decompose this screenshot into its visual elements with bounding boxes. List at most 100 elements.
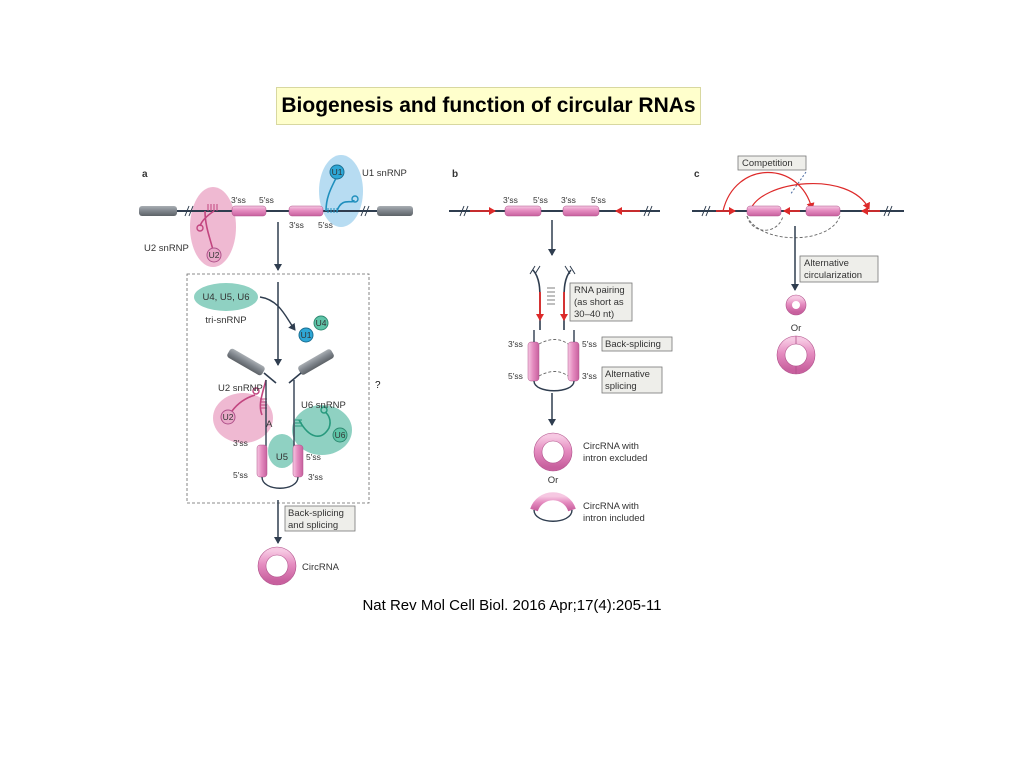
c-competition-pointer (789, 171, 807, 196)
u5-label: U5 (276, 452, 288, 463)
u6-label: U6 (335, 430, 346, 440)
tri-snrnp-shape (194, 283, 258, 311)
b-pairing-line2: (as short as (574, 297, 624, 308)
u2-particle: U2 (196, 204, 222, 263)
b-ss3-3: 3′ss (508, 339, 523, 349)
downstream-gray-exon (298, 349, 334, 375)
ss3-label-a4: 3′ss (308, 472, 323, 482)
u4-released (313, 315, 329, 331)
panel-a-letter: a (142, 169, 148, 180)
branch-point-label: A (266, 419, 273, 430)
c-competition-label: Competition (742, 158, 793, 169)
b-circ-excluded-line2: intron excluded (583, 453, 647, 464)
ss3-label-a2: 3′ss (289, 220, 304, 230)
b-back-splicing-box (601, 336, 673, 352)
slide-title: Biogenesis and function of circular RNAs (276, 87, 701, 125)
c-or: Or (791, 323, 802, 334)
back-splicing-line2: and splicing (288, 520, 338, 531)
c-exon-2 (805, 205, 841, 217)
u6-particle (332, 427, 348, 443)
c-alt-circ-box (799, 255, 879, 283)
c-alt-circ-line2: circularization (804, 270, 862, 281)
tri-snrnp-label: tri-snRNP (205, 315, 246, 326)
b-ss3-2: 3′ss (561, 195, 576, 205)
exon-vertical-left (256, 444, 268, 478)
b-alt-splicing-line2: splicing (605, 381, 637, 392)
flank-exon-right (377, 206, 413, 216)
u5-shape (268, 434, 296, 468)
b-circrna-included-intron (533, 509, 573, 522)
u2-label: U2 (209, 250, 220, 260)
ss5-label-a4: 5′ss (233, 470, 248, 480)
u6-rna (298, 411, 331, 437)
u2-snrnp-label: U2 snRNP (144, 243, 189, 254)
c-arc-2 (749, 182, 870, 212)
c-competition-box (737, 155, 807, 171)
u1-label: U1 (332, 167, 343, 177)
b-strand-left (532, 269, 541, 330)
b-ss3-4: 3′ss (582, 371, 597, 381)
b-ss5-2: 5′ss (591, 195, 606, 205)
b-exon-2 (562, 205, 600, 217)
upstream-gray-exon (227, 348, 265, 376)
b-alt-splice-dashed (538, 371, 569, 377)
intron-lines (263, 372, 302, 384)
b-circ-included-line2: intron included (583, 513, 645, 524)
b-pairing-line3: 30–40 nt) (574, 309, 614, 320)
ss5-label-a2: 5′ss (318, 220, 333, 230)
b-bottom-intron (533, 380, 575, 392)
u2-snrnp-shape (190, 187, 236, 267)
c-circrna-large (777, 336, 815, 374)
b-rna-pairing-box (569, 282, 633, 322)
circrna-label: CircRNA (302, 562, 340, 573)
u1-released-label: U1 (301, 330, 312, 340)
b-or: Or (548, 475, 559, 486)
back-splicing-box (284, 505, 356, 532)
b-circrna-included-exons (530, 492, 576, 512)
exon-2 (288, 205, 324, 217)
exon-vertical-right (292, 444, 304, 478)
panel-a: a U1 U1 snRNP U2 (139, 155, 413, 586)
c-alt-circ-line1: Alternative (804, 258, 849, 269)
u4-label: U4 (316, 318, 327, 328)
u2-snrnp-shape-2 (213, 393, 273, 443)
flank-exon-left (139, 206, 177, 216)
exon-1 (231, 205, 267, 217)
b-circ-excluded-line1: CircRNA with (583, 441, 639, 452)
ss5-label-a3: 5′ss (306, 452, 321, 462)
panel-c: c Competition Alternative circularizatio… (692, 155, 904, 375)
b-alt-splicing-box (601, 366, 663, 394)
b-exon-vertical-left (527, 341, 540, 382)
ss3-label-a3: 3′ss (233, 438, 248, 448)
c-dashed-arc-1 (746, 215, 784, 231)
c-dashed-arc-2 (746, 215, 841, 239)
ss5-label-a1: 5′ss (259, 195, 274, 205)
b-back-splice-dashed (538, 339, 569, 345)
panel-b-letter: b (452, 169, 458, 180)
release-arrow (259, 296, 296, 331)
b-ss5-4: 5′ss (582, 339, 597, 349)
c-arc-1 (722, 172, 815, 212)
tri-snrnp-complex-label: U4, U5, U6 (203, 292, 250, 303)
c-exon-1 (746, 205, 782, 217)
question-mark: ? (375, 380, 381, 391)
b-circrna-excluded (534, 433, 572, 471)
citation: Nat Rev Mol Cell Biol. 2016 Apr;17(4):20… (362, 597, 662, 614)
u6-snrnp-shape (292, 405, 352, 455)
panel-b: b 3′ss 5′ss 3′ss 5′ss RNA pairing (as sh… (449, 169, 673, 524)
b-pairing-line1: RNA pairing (574, 285, 625, 296)
intron-strands (265, 380, 295, 452)
back-splicing-line1: Back-splicing (288, 508, 344, 519)
b-exon-1 (504, 205, 542, 217)
b-ss5-1: 5′ss (533, 195, 548, 205)
u2-snrnp-label-2: U2 snRNP (218, 383, 263, 394)
circrna-a (258, 547, 296, 585)
line-break-right (360, 205, 370, 217)
u1-released (298, 327, 314, 343)
b-base-pairs (547, 287, 555, 305)
u1-snrnp-label: U1 snRNP (362, 168, 407, 179)
ss3-label-a1: 3′ss (231, 195, 246, 205)
line-break-left (184, 205, 194, 217)
c-circrna-small (786, 295, 806, 315)
